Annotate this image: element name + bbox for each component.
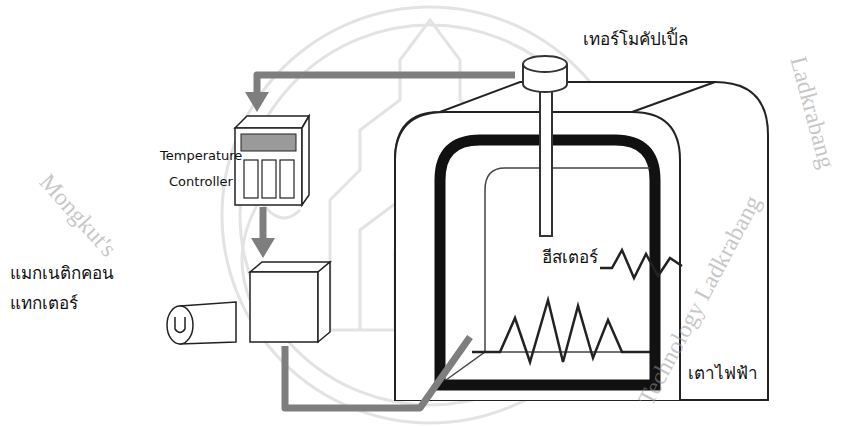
controller: Temperature Controller <box>160 112 310 207</box>
watermark-text: Mongkut's <box>34 168 122 262</box>
watermark-text: Ladkrabang <box>784 53 840 171</box>
button <box>280 160 294 198</box>
probe-head-top <box>523 56 567 72</box>
wire-line <box>257 75 515 98</box>
node-label: Temperature Controller <box>160 143 242 195</box>
box-top <box>235 116 309 128</box>
magnetic-contactor: แมกเนติกคอน แทกเตอร์ <box>8 258 335 346</box>
box-front <box>250 272 318 342</box>
plug-face <box>167 306 193 344</box>
thermocouple-probe <box>515 20 710 240</box>
arrow-head <box>251 238 275 258</box>
node-label: เตาไฟฟ้า <box>688 358 773 388</box>
furnace-body <box>395 82 768 400</box>
plug-prong <box>175 317 185 333</box>
thermocouple: เทอร์โมคัปเปิ้ล <box>515 20 710 240</box>
box-front <box>235 128 302 205</box>
chamber-depth <box>446 168 650 380</box>
heater-zigzag <box>600 250 682 278</box>
box-side <box>302 116 309 205</box>
heater-zigzag <box>472 300 650 362</box>
node-label: แมกเนติกคอน แทกเตอร์ <box>10 258 135 318</box>
furnace-front <box>395 112 680 400</box>
furnace-opening <box>440 140 655 385</box>
wire-line <box>260 207 267 244</box>
button <box>262 160 276 198</box>
display-screen <box>241 134 296 151</box>
box-top <box>250 262 330 272</box>
probe-rod <box>540 84 552 236</box>
node-label: ฮีสเตอร์ <box>542 242 612 272</box>
arrow-head <box>245 92 269 112</box>
button <box>244 160 258 198</box>
node-label: เทอร์โมคัปเปิ้ล <box>583 24 708 54</box>
box-side <box>318 262 330 342</box>
wire-connector <box>251 207 275 258</box>
